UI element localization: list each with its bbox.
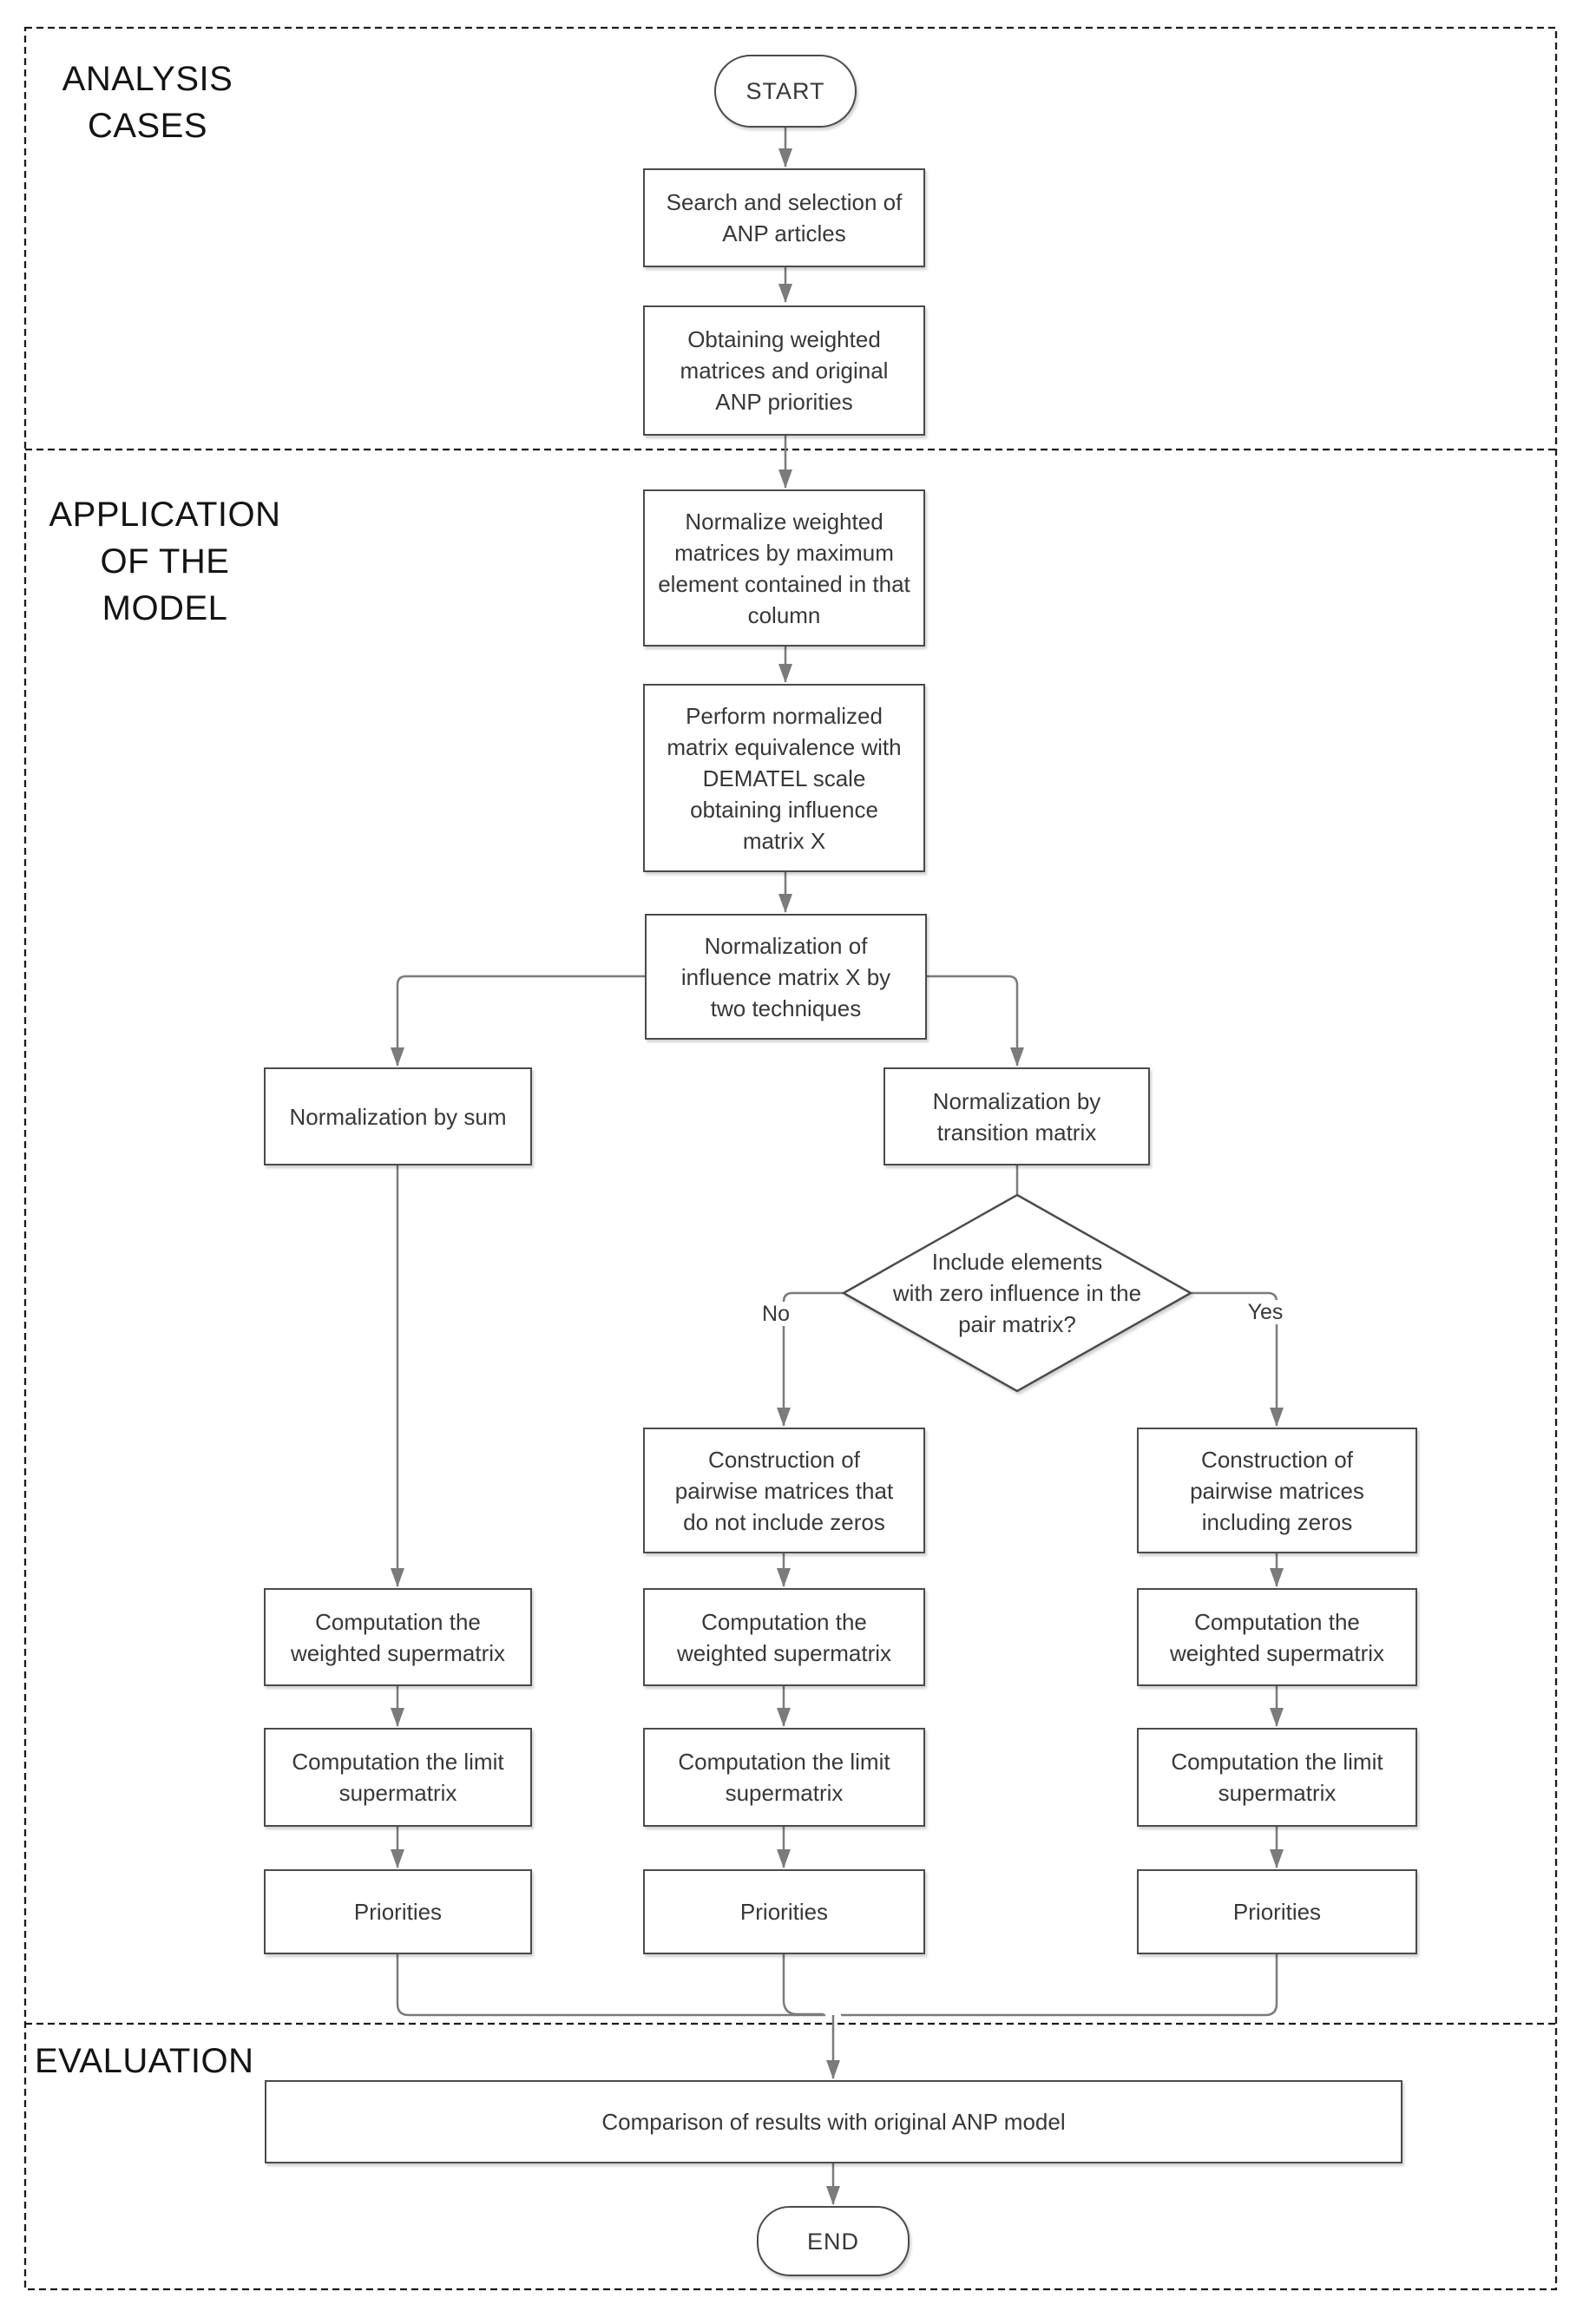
process-normalization-influence: Normalization of influence matrix X by t… bbox=[645, 914, 927, 1040]
edge-influence-sum bbox=[391, 975, 645, 1067]
process-normalize-weighted: Normalize weighted matrices by maximum e… bbox=[643, 489, 925, 647]
process-normalization-by-transition: Normalization by transition matrix bbox=[883, 1067, 1150, 1165]
process-priorities-left: Priorities bbox=[264, 1869, 532, 1954]
edge-decision-no bbox=[777, 1291, 844, 1427]
process-search-selection: Search and selection of ANP articles bbox=[643, 168, 925, 267]
decision-diamond bbox=[841, 1193, 1193, 1393]
process-construction-no-zeros: Construction of pairwise matrices that d… bbox=[643, 1428, 925, 1553]
section-label-application-model: APPLICATION OF THE MODEL bbox=[49, 496, 281, 627]
process-obtaining-matrices: Obtaining weighted matrices and original… bbox=[643, 305, 925, 436]
section-label-analysis-cases: ANALYSIS CASES bbox=[62, 60, 233, 145]
edge-merge-right bbox=[841, 1954, 1278, 2017]
process-comp-weighted-left: Computation the weighted supermatrix bbox=[264, 1588, 532, 1686]
process-perform-normalized: Perform normalized matrix equivalence wi… bbox=[643, 684, 925, 872]
decision-include-zero-influence: Include elements with zero influence in … bbox=[892, 1249, 1142, 1337]
process-comp-weighted-mid: Computation the weighted supermatrix bbox=[643, 1588, 925, 1686]
outer-dashed-frame bbox=[23, 26, 1558, 2291]
edge-label-no: No bbox=[759, 1302, 792, 1326]
process-priorities-right: Priorities bbox=[1137, 1869, 1417, 1954]
process-construction-including-zeros: Construction of pairwise matrices includ… bbox=[1137, 1428, 1417, 1553]
edge-label-yes: Yes bbox=[1245, 1300, 1286, 1324]
edges bbox=[391, 128, 1284, 2205]
end-terminator: END bbox=[757, 2206, 910, 2276]
process-comp-limit-right: Computation the limit supermatrix bbox=[1137, 1728, 1417, 1827]
process-comparison-results: Comparison of results with original ANP … bbox=[265, 2080, 1402, 2163]
edge-merge-mid bbox=[782, 1954, 824, 2016]
process-priorities-mid: Priorities bbox=[643, 1869, 925, 1954]
start-terminator: START bbox=[714, 55, 857, 128]
section-label-evaluation: EVALUATION bbox=[35, 2042, 254, 2080]
process-normalization-by-sum: Normalization by sum bbox=[264, 1067, 532, 1165]
edge-merge-left bbox=[396, 1954, 825, 2017]
process-comp-limit-left: Computation the limit supermatrix bbox=[264, 1728, 532, 1827]
process-comp-weighted-right: Computation the weighted supermatrix bbox=[1137, 1588, 1417, 1686]
edge-influence-transition bbox=[927, 975, 1024, 1067]
process-comp-limit-mid: Computation the limit supermatrix bbox=[643, 1728, 925, 1827]
